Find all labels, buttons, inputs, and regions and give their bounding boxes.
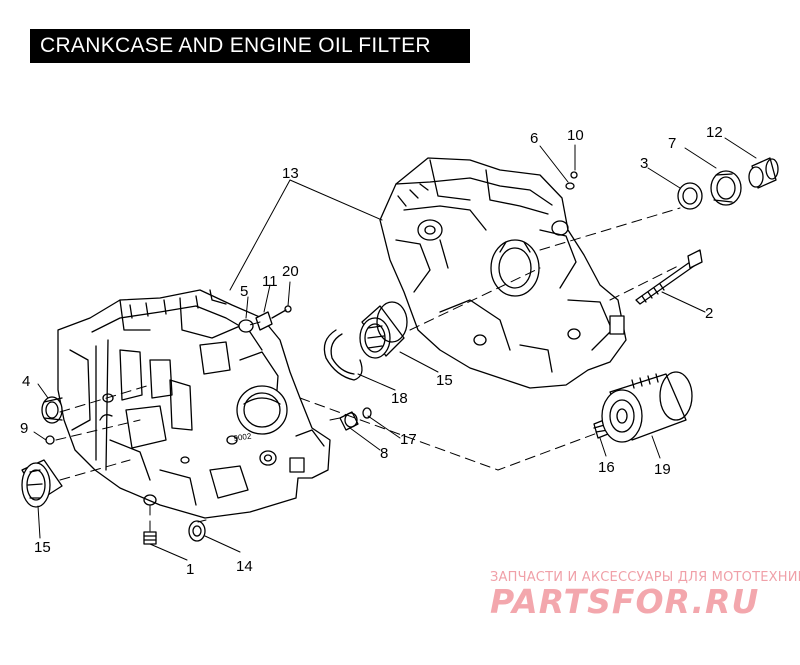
fitting-8 [339, 411, 359, 431]
callout-6: 6 [530, 130, 538, 147]
callout-11: 11 [262, 273, 278, 290]
oring-5 [238, 319, 254, 333]
callout-1: 1 [186, 561, 194, 578]
callout-12: 12 [706, 124, 723, 141]
watermark-logo: PARTSFOR.RU [490, 582, 760, 621]
bearing-15-left [21, 459, 63, 508]
drain-plug-1 [143, 531, 157, 545]
bearing-15-center [359, 301, 408, 359]
dowel-pins-6-10 [565, 171, 578, 190]
callout-4: 4 [22, 373, 30, 390]
plug-14 [188, 520, 206, 542]
callout-15-left: 15 [34, 539, 51, 556]
callout-10: 10 [567, 127, 584, 144]
oring-17 [362, 407, 372, 419]
casting-mark: 9002 [233, 432, 252, 443]
callout-16: 16 [598, 459, 615, 476]
callout-9: 9 [20, 420, 28, 437]
seal-3 [677, 182, 703, 210]
callout-8: 8 [380, 445, 388, 462]
sensor-11-20 [255, 305, 292, 331]
callout-15-center: 15 [436, 372, 453, 389]
oil-filter-19 [601, 371, 693, 443]
callout-2: 2 [705, 305, 713, 322]
assembly-lines [55, 207, 681, 533]
callout-14: 14 [236, 558, 253, 575]
bearing-4 [41, 396, 63, 424]
callout-13: 13 [282, 165, 299, 182]
callout-19: 19 [654, 461, 671, 478]
diagram-title: CRANKCASE AND ENGINE OIL FILTER [30, 29, 470, 63]
callout-17: 17 [400, 431, 417, 448]
bearing-race-7 [710, 170, 742, 206]
watermark-tagline: ЗАПЧАСТИ И АКСЕССУАРЫ ДЛЯ МОТОТЕХНИКИ [490, 570, 800, 585]
retaining-ring-18 [323, 329, 363, 381]
callout-18: 18 [391, 390, 408, 407]
bolt-2 [635, 249, 703, 305]
leader-lines [33, 137, 757, 561]
callout-5: 5 [240, 283, 248, 300]
callout-7: 7 [668, 135, 676, 152]
left-crankcase-half [57, 289, 331, 519]
bushing-12 [748, 157, 779, 189]
right-crankcase-half [379, 157, 627, 389]
callout-20: 20 [282, 263, 299, 280]
dowel-9 [45, 435, 55, 445]
callout-3: 3 [640, 155, 648, 172]
